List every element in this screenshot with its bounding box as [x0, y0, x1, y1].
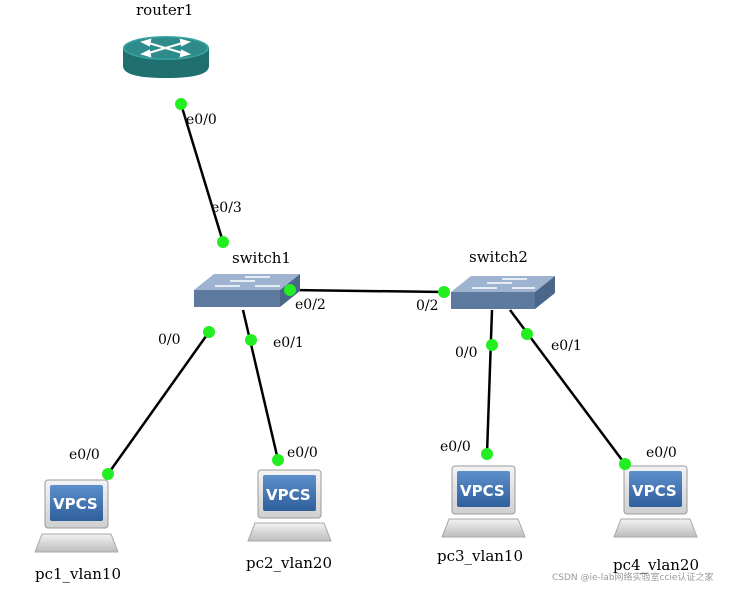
link-switch1-switch2[interactable]	[289, 288, 445, 294]
switch1-arrows-icon	[215, 276, 280, 287]
port-label-switch2-0-0: 0/0	[455, 345, 478, 361]
router1-label: router1	[136, 1, 193, 19]
port-dot-switch2-0-2	[438, 286, 450, 298]
port-dot-switch2-0-0	[486, 339, 498, 351]
switch2-device[interactable]	[451, 276, 555, 309]
pc2-label: pc2_vlan20	[246, 554, 332, 572]
port-dot-switch2-e0-1	[521, 328, 533, 340]
pc3-vpcs-badge: VPCS	[460, 482, 505, 500]
link-switch1-pc1[interactable]	[106, 331, 211, 475]
port-dot-router1-e0-0	[175, 98, 187, 110]
pc3-label: pc3_vlan10	[437, 547, 523, 565]
port-dot-switch1-e0-1	[245, 334, 257, 346]
pc2-vpcs-badge: VPCS	[266, 486, 311, 504]
link-router1-switch1[interactable]	[179, 103, 225, 243]
port-label-switch1-e0-1: e0/1	[273, 335, 304, 351]
port-label-switch2-e0-1: e0/1	[551, 338, 582, 354]
pc1-device[interactable]: VPCS	[34, 479, 119, 553]
switch2-arrows-icon	[472, 278, 535, 289]
pc4-label: pc4_vlan20	[613, 556, 699, 574]
port-label-switch2-0-2: 0/2	[416, 298, 439, 314]
pc3-device[interactable]: VPCS	[441, 465, 526, 538]
port-label-pc2-e0-0: e0/0	[287, 445, 318, 461]
port-label-pc1-e0-0: e0/0	[69, 447, 100, 463]
pc4-vpcs-badge: VPCS	[632, 482, 677, 500]
router-arrows-icon	[139, 38, 192, 58]
port-dot-switch1-0-0	[203, 326, 215, 338]
port-dot-pc4-e0-0	[619, 458, 631, 470]
port-dot-pc3-e0-0	[481, 448, 493, 460]
pc4-device[interactable]: VPCS	[613, 465, 698, 538]
port-label-pc4-e0-0: e0/0	[646, 445, 677, 461]
switch1-label: switch1	[232, 249, 291, 267]
port-dot-switch1-e0-3	[217, 236, 229, 248]
switch2-label: switch2	[469, 248, 528, 266]
port-dot-pc2-e0-0	[272, 454, 284, 466]
port-label-router1-e0-0: e0/0	[186, 112, 217, 128]
port-labels: e0/0 e0/3 e0/2 0/2 0/0 e0/0 e0/1 e0/0 0/…	[69, 112, 677, 463]
pc1-vpcs-badge: VPCS	[53, 495, 98, 513]
port-label-pc3-e0-0: e0/0	[440, 439, 471, 455]
router1-device[interactable]	[123, 36, 209, 78]
port-dot-switch1-e0-2	[284, 284, 296, 296]
pc1-label: pc1_vlan10	[35, 565, 121, 583]
port-label-switch1-e0-2: e0/2	[295, 297, 326, 313]
port-label-switch1-e0-3: e0/3	[211, 200, 242, 216]
port-status-dots	[102, 98, 631, 480]
watermark-text: CSDN @ie-lab网络实验室ccie认证之家	[552, 571, 713, 583]
link-switch1-pc2[interactable]	[241, 309, 280, 461]
port-dot-pc1-e0-0	[102, 468, 114, 480]
link-switch2-pc3[interactable]	[485, 309, 494, 455]
pc2-device[interactable]: VPCS	[247, 469, 332, 542]
port-label-switch1-0-0: 0/0	[158, 332, 181, 348]
